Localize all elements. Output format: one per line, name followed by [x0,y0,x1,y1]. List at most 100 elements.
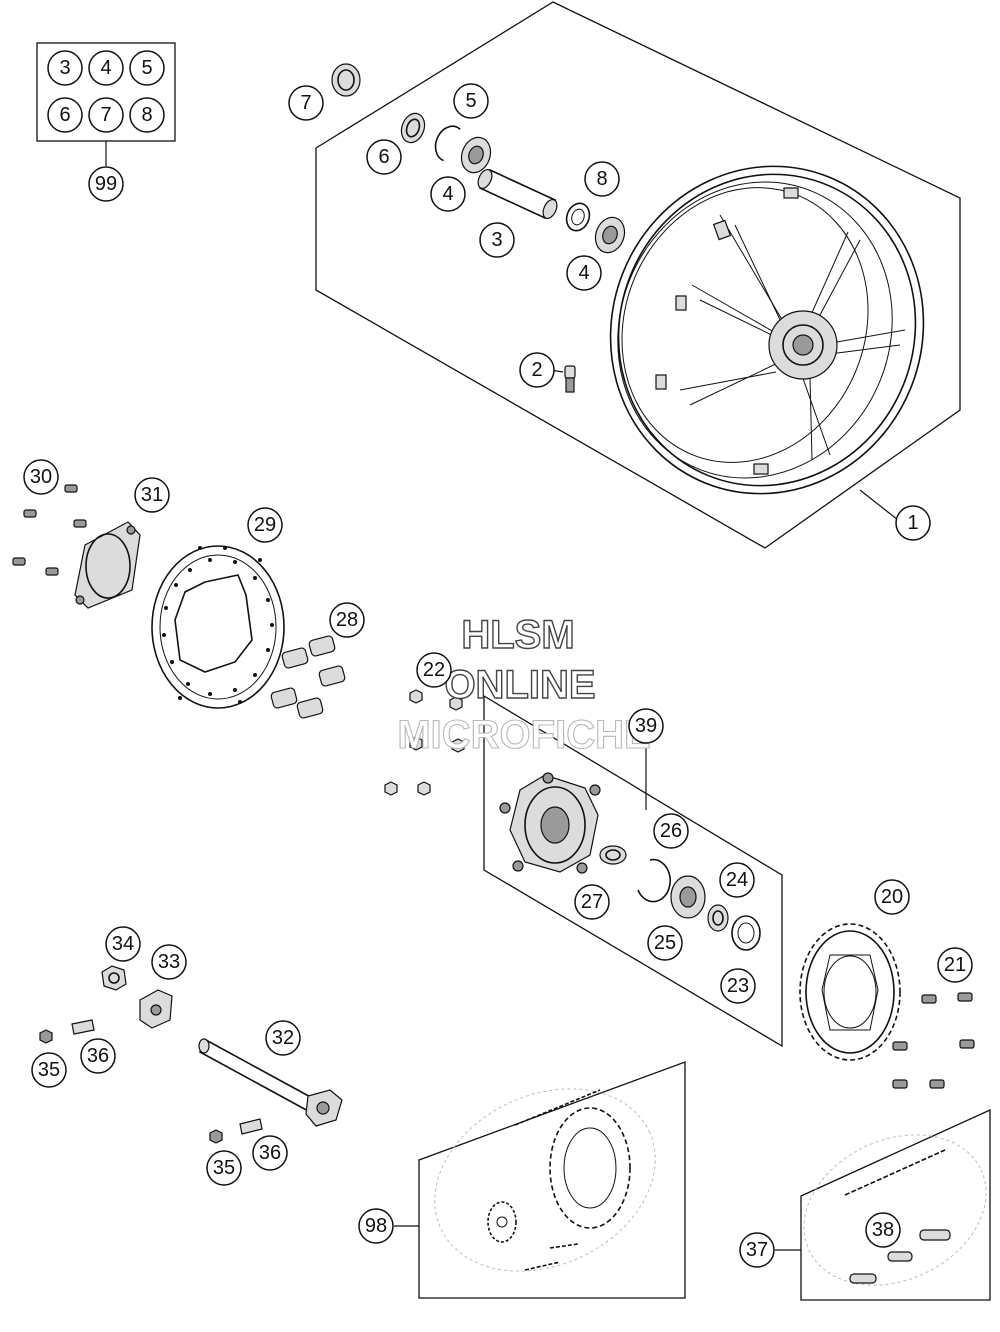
callout-32[interactable]: 32 [265,1020,301,1056]
spacer-bushing-drawing [331,63,361,97]
callout-36-upper[interactable]: 36 [80,1038,116,1074]
axle-32-drawing [198,1038,343,1127]
callout-4-upper[interactable]: 4 [430,176,466,212]
svg-text:3: 3 [59,57,70,79]
sprocket-carrier-frame [483,694,783,1048]
svg-text:98: 98 [365,1215,387,1237]
kit-part-3[interactable]: 3 [47,50,83,86]
callout-3[interactable]: 3 [479,222,515,258]
screws-30-drawing [12,484,87,576]
kit-part-4[interactable]: 4 [88,50,124,86]
callout-29[interactable]: 29 [247,507,283,543]
svg-text:5: 5 [465,90,476,112]
pin-36b-drawing [239,1118,263,1135]
callout-35-lower[interactable]: 35 [206,1150,242,1186]
wheel-assembly-frame [315,1,961,549]
pin-36a-drawing [71,1019,95,1035]
svg-text:32: 32 [272,1027,294,1049]
callout-1[interactable]: 1 [895,505,931,541]
watermark-line2: ONLINE [444,663,595,707]
spacer-24-drawing [707,904,729,932]
svg-text:99: 99 [95,173,117,195]
callout-31[interactable]: 31 [134,477,170,513]
svg-text:34: 34 [112,933,134,955]
bearing-lower-drawing [594,216,626,254]
callout-22[interactable]: 22 [416,652,452,688]
callout-6[interactable]: 6 [366,139,402,175]
watermark-line1: HLSM [461,613,574,657]
svg-text:7: 7 [100,104,111,126]
nuts-22-drawing [384,689,465,796]
bearing-upper-drawing [460,136,492,174]
svg-text:36: 36 [87,1045,109,1067]
callout-23[interactable]: 23 [720,968,756,1004]
callout-98[interactable]: 98 [358,1208,394,1244]
nut-34-drawing [101,965,127,991]
shaft-seal-drawing [400,112,426,144]
callout-4-lower[interactable]: 4 [566,255,602,291]
svg-text:39: 39 [635,715,657,737]
circlip-27-drawing [637,858,672,903]
callout-25[interactable]: 25 [647,925,683,961]
svg-text:33: 33 [158,951,180,973]
svg-text:20: 20 [881,886,903,908]
chain-drawing [844,1149,946,1196]
svg-text:6: 6 [378,146,389,168]
callout-37[interactable]: 37 [739,1232,775,1268]
svg-text:8: 8 [141,104,152,126]
svg-text:4: 4 [578,262,589,284]
callout-21[interactable]: 21 [937,947,973,983]
kit-part-8[interactable]: 8 [129,97,165,133]
callout-33[interactable]: 33 [151,944,187,980]
callout-38[interactable]: 38 [865,1212,901,1248]
callout-20[interactable]: 20 [874,879,910,915]
svg-text:28: 28 [336,609,358,631]
svg-text:26: 26 [660,820,682,842]
chain-kit-group [394,1061,686,1299]
callout-39[interactable]: 39 [628,708,664,744]
sprocket-drawing [799,923,901,1061]
svg-text:4: 4 [100,57,111,79]
watermark-line3: MICROFICHE [397,713,650,757]
callout-34[interactable]: 34 [105,926,141,962]
nut-35a-drawing [39,1029,53,1044]
kit-part-5[interactable]: 5 [129,50,165,86]
callout-28[interactable]: 28 [329,602,365,638]
callout-30[interactable]: 30 [23,459,59,495]
kit-label-99[interactable]: 99 [88,166,124,202]
svg-text:7: 7 [300,92,311,114]
svg-text:3: 3 [491,229,502,251]
kit-part-6[interactable]: 6 [47,97,83,133]
svg-text:23: 23 [727,975,749,997]
svg-text:29: 29 [254,514,276,536]
bearing-25-drawing [670,875,706,919]
chain-kit-chain-drawing [514,1089,601,1271]
svg-text:4: 4 [442,183,453,205]
svg-text:22: 22 [423,659,445,681]
kit-part-7[interactable]: 7 [88,97,124,133]
callout-5[interactable]: 5 [453,83,489,119]
callout-35-upper[interactable]: 35 [31,1052,67,1088]
chain-kit-sprocket-drawing [549,1107,631,1229]
brake-group [12,484,285,709]
abs-ring-drawing [74,521,141,609]
chain-frame [800,1108,991,1301]
chain-adjuster-33-drawing [139,989,173,1029]
callout-7[interactable]: 7 [288,85,324,121]
callout-2[interactable]: 2 [519,352,555,388]
seal-23-drawing [731,915,761,951]
callout-26[interactable]: 26 [653,813,689,849]
callout-24[interactable]: 24 [719,862,755,898]
callout-27[interactable]: 27 [574,884,610,920]
svg-text:25: 25 [654,932,676,954]
callout-36-lower[interactable]: 36 [252,1135,288,1171]
washer-drawing [565,202,591,232]
svg-text:31: 31 [141,484,163,506]
svg-text:30: 30 [30,466,52,488]
callouts: 1 2 3 4 4 5 6 7 8 20 21 22 23 24 25 26 2… [23,83,973,1268]
brake-disc-drawing [151,545,285,709]
chain-group [775,1108,991,1301]
callout-8[interactable]: 8 [584,161,620,197]
screws-21-drawing [892,992,975,1089]
